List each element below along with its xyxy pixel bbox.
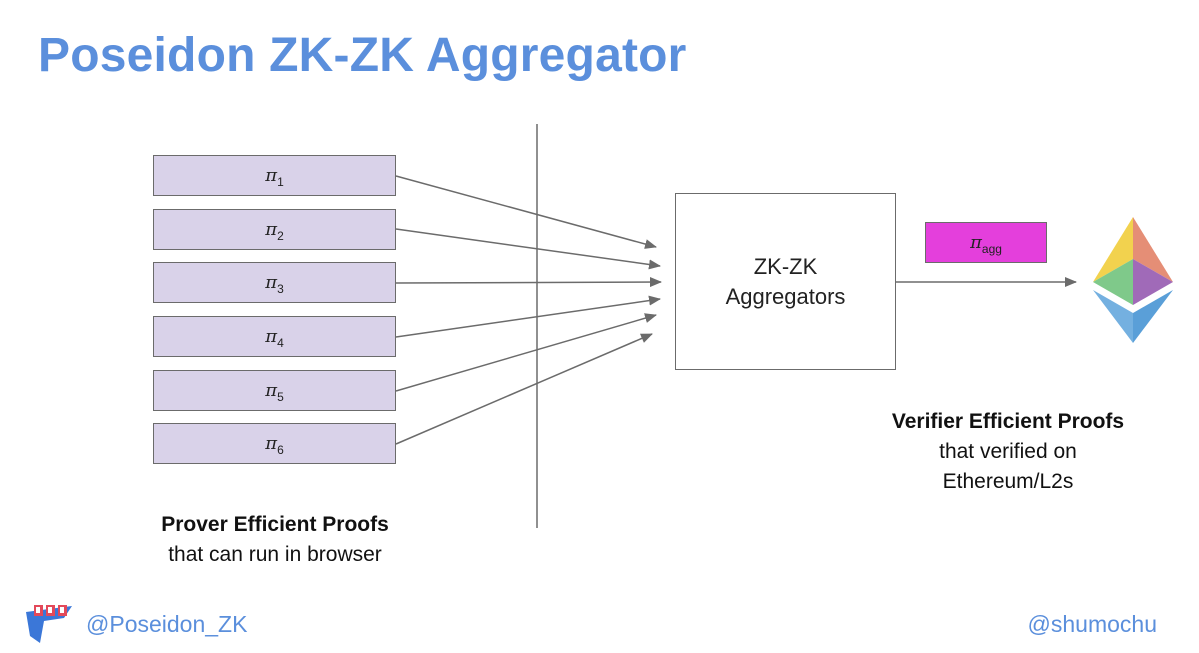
proof-index: 2 [277, 228, 284, 243]
proof-symbol: π [265, 433, 278, 454]
proof-index: 3 [277, 281, 284, 296]
arrow-proof-5 [395, 313, 657, 392]
arrow-proof-1 [395, 175, 657, 249]
verifier-caption-title: Verifier Efficient Proofs [891, 410, 1125, 433]
arrow-proof-3 [395, 277, 662, 288]
proof-symbol: π [265, 219, 278, 240]
proof-index: 6 [277, 442, 284, 457]
aggregated-proof-sub: agg [981, 241, 1002, 256]
proof-index: 5 [277, 389, 284, 404]
arrow-proof-6 [395, 333, 653, 445]
aggregator-label-line1: ZK-ZK [753, 253, 818, 279]
ethereum-logo-icon [1093, 217, 1173, 343]
slide-title: Poseidon ZK-ZK Aggregator [38, 29, 687, 82]
proof-symbol: π [265, 380, 278, 401]
prover-caption-text: that can run in browser [168, 543, 382, 566]
aggregator-label-line2: Aggregators [725, 283, 846, 309]
proof-symbol: π [265, 272, 278, 293]
proof-index: 4 [277, 335, 284, 350]
proof-symbol: π [265, 326, 278, 347]
poseidon-handle: @Poseidon_ZK [86, 611, 248, 637]
author-handle: @shumochu [1027, 611, 1157, 637]
prover-caption-title: Prover Efficient Proofs [161, 513, 389, 536]
arrow-proof-2 [395, 228, 661, 270]
proof-index: 1 [277, 174, 284, 189]
aggregator-box: ZK-ZK Aggregators [675, 193, 896, 370]
aggregated-proof-symbol: π [970, 232, 982, 253]
proof-symbol: π [265, 165, 278, 186]
verifier-caption-line2: that verified on [939, 440, 1077, 463]
poseidon-logo-icon [26, 605, 72, 643]
prover-caption: Prover Efficient Proofs that can run in … [115, 510, 435, 570]
verifier-caption-line3: Ethereum/L2s [942, 470, 1074, 493]
arrow-proof-4 [395, 295, 661, 338]
verifier-caption: Verifier Efficient Proofs that verified … [848, 407, 1168, 497]
